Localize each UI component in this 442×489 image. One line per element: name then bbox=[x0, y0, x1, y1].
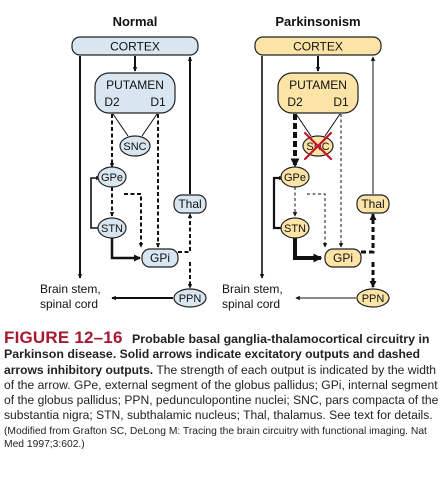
arrow-gpi-to-thal-pd bbox=[361, 212, 377, 254]
arrow-snc-to-d1 bbox=[141, 113, 158, 137]
arrow-stn-to-gpi bbox=[110, 238, 142, 262]
stn-label-parkinsonism: STN bbox=[284, 223, 306, 235]
brainstem-label-parkinsonism-line1: Brain stem, bbox=[222, 282, 283, 296]
arrow-stn-to-gpe bbox=[90, 175, 101, 229]
brainstem-label-normal-line1: Brain stem, bbox=[40, 282, 101, 296]
gpe-label-parkinsonism: GPe bbox=[284, 172, 306, 184]
putamen-label-parkinsonism: PUTAMEN bbox=[289, 78, 347, 92]
cortex-label-parkinsonism: CORTEX bbox=[293, 40, 343, 54]
normal-arrows bbox=[77, 56, 193, 301]
putamen-box-normal bbox=[94, 72, 176, 114]
ppn-node-parkinsonism bbox=[356, 288, 390, 308]
arrow-snc-to-d2-pd bbox=[295, 113, 312, 137]
arrow-gpe-to-gpi bbox=[124, 193, 144, 248]
d1-label-normal: D1 bbox=[150, 95, 166, 109]
ppn-node-normal bbox=[173, 288, 207, 308]
gpe-node-normal bbox=[97, 166, 127, 188]
snc-lesion-x-icon bbox=[303, 131, 333, 161]
snc-node-normal bbox=[119, 135, 151, 157]
thal-label-normal: Thal bbox=[178, 197, 201, 211]
putamen-box-parkinsonism bbox=[277, 72, 359, 114]
cortex-box-parkinsonism bbox=[254, 36, 382, 56]
figure-source: (Modified from Grafton SC, DeLong M: Tra… bbox=[4, 425, 427, 450]
thal-box-parkinsonism bbox=[356, 194, 390, 214]
arrow-snc-to-d2 bbox=[112, 113, 129, 137]
figure-body: The strength of each output is indicated… bbox=[4, 362, 439, 423]
gpe-label-normal: GPe bbox=[101, 172, 123, 184]
d2-label-normal: D2 bbox=[104, 95, 120, 109]
panel-parkinsonism: Parkinsonism bbox=[222, 14, 390, 311]
thal-label-parkinsonism: Thal bbox=[361, 197, 384, 211]
thal-box-normal bbox=[173, 194, 207, 214]
gpe-node-parkinsonism bbox=[280, 166, 310, 188]
arrow-stn-to-gpi-pd bbox=[293, 238, 323, 263]
cortex-box-normal bbox=[71, 36, 199, 56]
figure-lead: Solid arrows indicate excitatory outputs… bbox=[4, 347, 421, 377]
ppn-label-parkinsonism: PPN bbox=[362, 293, 385, 305]
arrow-gpi-to-thal bbox=[178, 213, 193, 253]
gpi-label-parkinsonism: GPi bbox=[333, 251, 353, 265]
arrow-stn-to-gpe-pd bbox=[272, 175, 284, 230]
putamen-label-normal: PUTAMEN bbox=[106, 78, 164, 92]
figure-caption: FIGURE 12–16 Probable basal ganglia-thal… bbox=[4, 328, 440, 451]
panel-title-parkinsonism: Parkinsonism bbox=[275, 14, 360, 29]
snc-label-normal: SNC bbox=[123, 141, 146, 153]
gpi-box-normal bbox=[141, 248, 179, 268]
cortex-label-normal: CORTEX bbox=[110, 40, 160, 54]
figure-title: Probable basal ganglia-thalamocortical c… bbox=[4, 332, 430, 362]
panel-normal: Normal bbox=[40, 14, 207, 311]
stn-label-normal: STN bbox=[101, 223, 123, 235]
d1-label-parkinsonism: D1 bbox=[333, 95, 349, 109]
brainstem-label-parkinsonism-line2: spinal cord bbox=[222, 297, 280, 311]
gpi-label-normal: GPi bbox=[150, 251, 170, 265]
ppn-label-normal: PPN bbox=[179, 293, 202, 305]
panel-title-normal: Normal bbox=[113, 14, 158, 29]
parkinsonism-arrows bbox=[259, 56, 377, 301]
arrow-snc-to-d1-pd bbox=[324, 113, 341, 137]
gpi-box-parkinsonism bbox=[324, 248, 362, 268]
stn-node-parkinsonism bbox=[280, 217, 310, 239]
arrow-gpe-to-gpi-pd bbox=[307, 193, 328, 248]
stn-node-normal bbox=[97, 217, 127, 239]
figure-label: FIGURE 12–16 bbox=[4, 328, 123, 347]
basal-ganglia-diagram: Normal bbox=[40, 14, 390, 311]
d2-label-parkinsonism: D2 bbox=[287, 95, 303, 109]
brainstem-label-normal-line2: spinal cord bbox=[40, 297, 98, 311]
